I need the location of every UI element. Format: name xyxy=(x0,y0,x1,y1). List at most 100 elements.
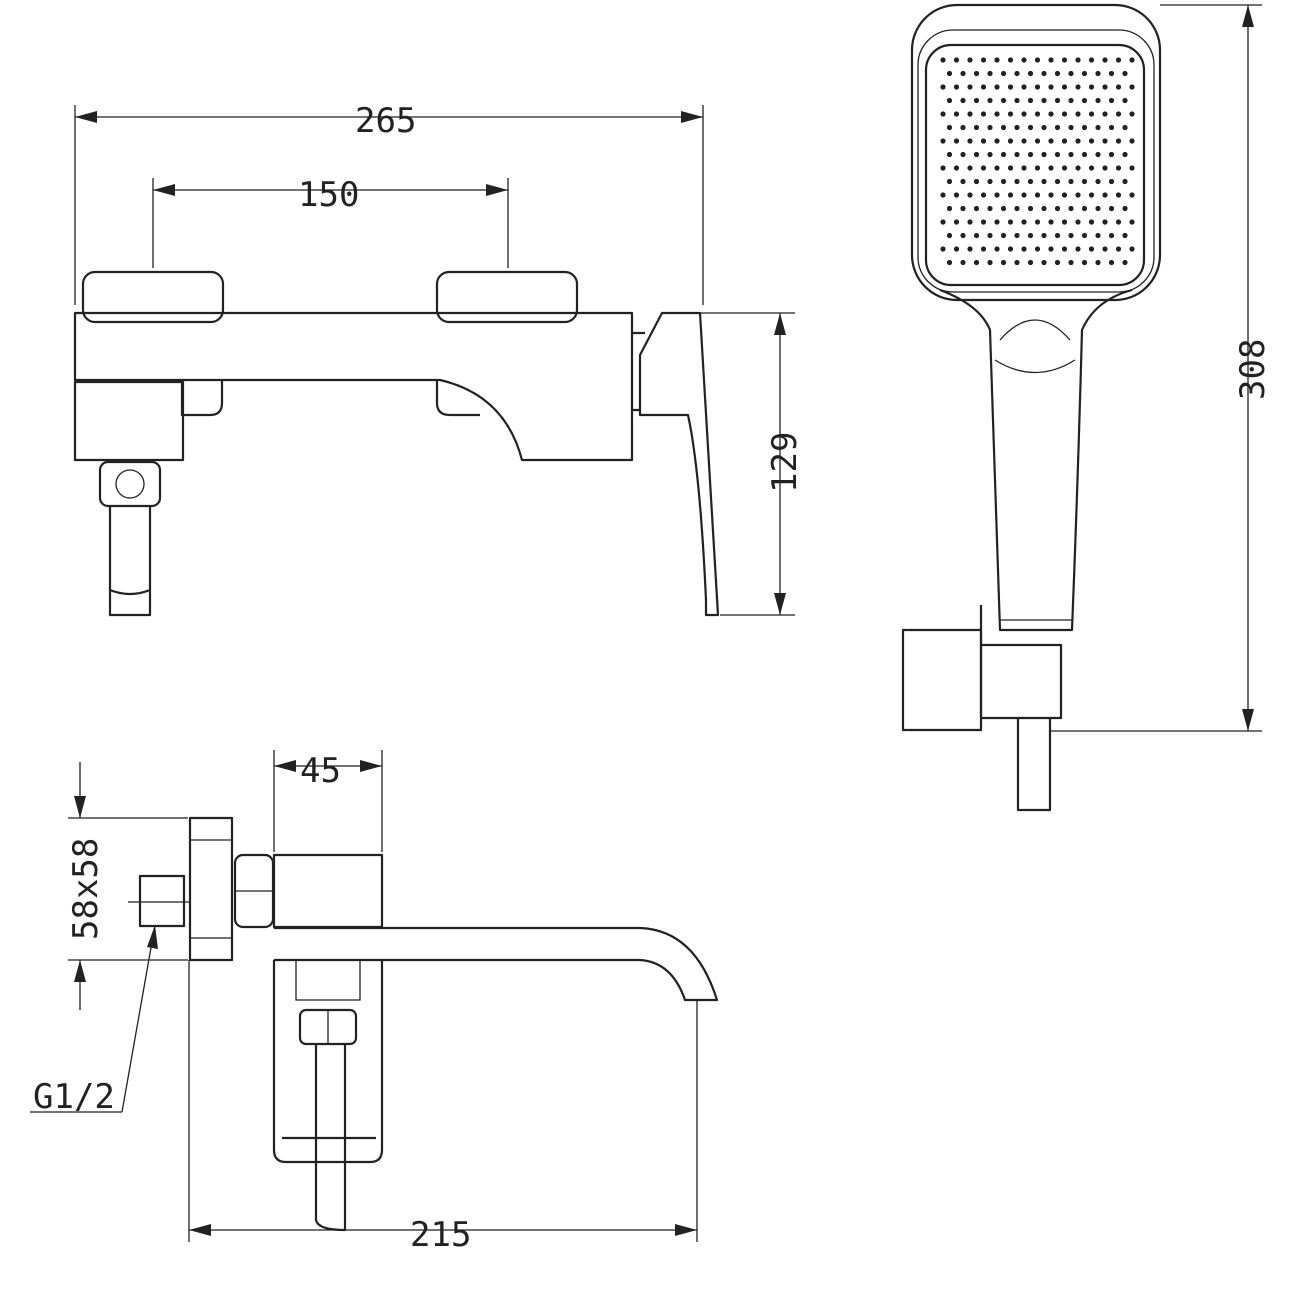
nozzle-dot xyxy=(940,165,946,171)
nozzle-dot xyxy=(1122,259,1128,266)
thread-label: G1/2 xyxy=(33,1077,115,1117)
nozzle-dot xyxy=(1095,232,1101,239)
nozzle-dot xyxy=(973,70,980,77)
nozzle-dot xyxy=(953,246,960,252)
nozzle-dot xyxy=(1129,192,1135,198)
nozzle-dot xyxy=(1041,124,1047,131)
nozzle-dot xyxy=(946,124,953,131)
nozzle-dot xyxy=(1122,124,1128,131)
nozzle-dot xyxy=(940,246,946,252)
nozzle-dot xyxy=(1034,165,1041,171)
nozzle-dot xyxy=(1095,178,1101,185)
nozzle-dot xyxy=(1007,219,1014,225)
nozzle-dot xyxy=(967,111,973,117)
nozzle-dot xyxy=(994,219,1000,225)
nozzle-dot xyxy=(1000,151,1007,158)
nozzle-dot xyxy=(1034,111,1041,117)
nozzle-dot xyxy=(1088,111,1095,117)
shower-hose xyxy=(979,605,1052,812)
nozzle-dot xyxy=(1102,219,1108,225)
nozzle-dot xyxy=(953,84,960,90)
spray-nozzles xyxy=(940,57,1135,266)
nozzle-dot xyxy=(980,111,987,117)
nozzle-dot xyxy=(1021,111,1027,117)
nozzle-dot xyxy=(1054,151,1061,158)
mixer-front-view: 265 150 129 xyxy=(73,101,805,617)
nozzle-dot xyxy=(960,151,966,158)
dim-inlet-spacing: 150 xyxy=(298,175,359,215)
nozzle-dot xyxy=(1014,70,1020,77)
nozzle-dot xyxy=(987,232,993,239)
nozzle-dot xyxy=(1075,111,1081,117)
nozzle-dot xyxy=(1061,84,1068,90)
nozzle-dot xyxy=(946,232,953,239)
nozzle-dot xyxy=(1081,97,1088,104)
nozzle-dot xyxy=(1061,57,1068,63)
nozzle-dot xyxy=(960,97,966,104)
nozzle-dot xyxy=(1081,232,1088,239)
nozzle-dot xyxy=(1068,151,1074,158)
nozzle-dot xyxy=(1034,138,1041,144)
left-escutcheon-lower xyxy=(180,380,224,417)
hose-nut xyxy=(98,460,162,508)
nozzle-dot xyxy=(1081,205,1088,212)
nozzle-dot xyxy=(1041,232,1047,239)
nozzle-dot xyxy=(1021,84,1027,90)
wall-escutcheon xyxy=(188,816,234,962)
dim-body-depth: 45 xyxy=(300,751,341,791)
nozzle-dot xyxy=(1034,57,1041,63)
nozzle-dot xyxy=(1014,232,1020,239)
nozzle-dot xyxy=(946,151,953,158)
nozzle-dot xyxy=(967,138,973,144)
nozzle-dot xyxy=(1095,70,1101,77)
nozzle-dot xyxy=(1075,57,1081,63)
nozzle-dot xyxy=(1129,57,1135,63)
nozzle-dot xyxy=(987,205,993,212)
nozzle-dot xyxy=(1000,205,1007,212)
nozzle-dot xyxy=(1054,97,1061,104)
nozzle-dot xyxy=(1115,165,1122,171)
nozzle-dot xyxy=(1007,57,1014,63)
nozzle-dot xyxy=(1081,124,1088,131)
nozzle-dot xyxy=(973,124,980,131)
nozzle-dot xyxy=(1088,165,1095,171)
nozzle-dot xyxy=(940,219,946,225)
nozzle-dot xyxy=(960,205,966,212)
nozzle-dot xyxy=(1108,70,1115,77)
nozzle-dot xyxy=(1061,192,1068,198)
nozzle-dot xyxy=(1081,151,1088,158)
nozzle-dot xyxy=(967,57,973,63)
nozzle-dot xyxy=(1034,84,1041,90)
nozzle-dot xyxy=(987,97,993,104)
shower-head-outer xyxy=(910,3,1162,302)
nozzle-dot xyxy=(1108,151,1115,158)
mixer-body xyxy=(73,311,634,462)
nozzle-dot xyxy=(960,124,966,131)
nozzle-dot xyxy=(1021,192,1027,198)
nozzle-dot xyxy=(1021,246,1027,252)
nozzle-dot xyxy=(940,192,946,198)
nozzle-dot xyxy=(987,259,993,266)
nozzle-dot xyxy=(1115,111,1122,117)
right-escutcheon-lower xyxy=(435,380,480,417)
dim-handset-length: 308 xyxy=(1233,339,1273,400)
nozzle-dot xyxy=(1048,138,1054,144)
nozzle-dot xyxy=(953,219,960,225)
nozzle-dot xyxy=(1027,205,1034,212)
nozzle-dot xyxy=(1021,165,1027,171)
nozzle-dot xyxy=(1108,259,1115,266)
nozzle-dot xyxy=(973,205,980,212)
nozzle-dot xyxy=(1048,192,1054,198)
nozzle-dot xyxy=(967,192,973,198)
nozzle-dot xyxy=(1088,219,1095,225)
nozzle-dot xyxy=(1061,165,1068,171)
dim-spout-projection: 215 xyxy=(410,1215,471,1255)
nozzle-dot xyxy=(1007,84,1014,90)
nozzle-dot xyxy=(1027,70,1034,77)
nozzle-dot xyxy=(1068,232,1074,239)
nozzle-dot xyxy=(1088,84,1095,90)
nozzle-dot xyxy=(973,232,980,239)
nozzle-dot xyxy=(1054,178,1061,185)
nozzle-dot xyxy=(960,70,966,77)
nozzle-dot xyxy=(973,259,980,266)
